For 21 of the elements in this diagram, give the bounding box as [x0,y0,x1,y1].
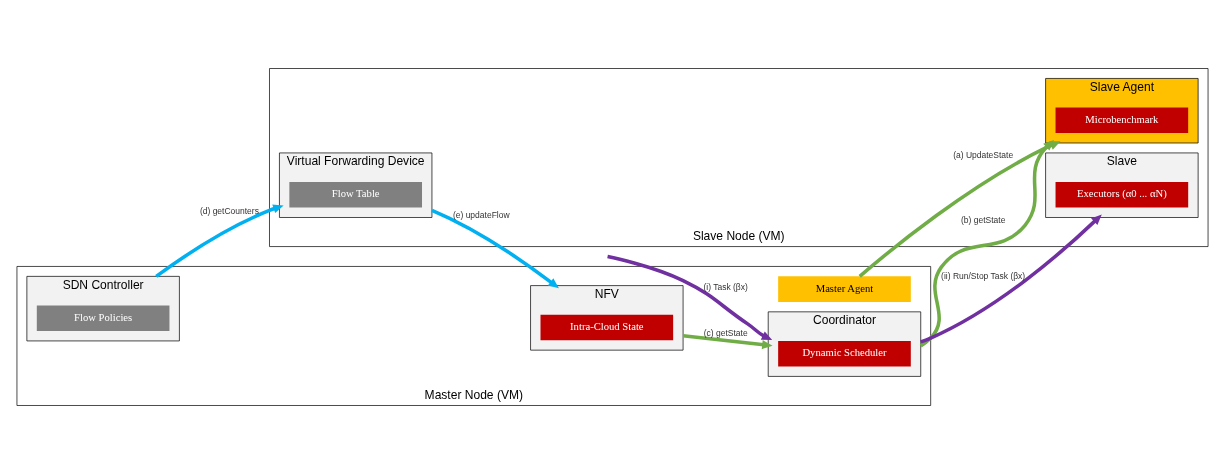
node-box: Master Agent [778,275,911,302]
node-box: Flow Policies [36,304,170,331]
edge-label: (a) UpdateState [953,149,1014,160]
arrow [431,208,559,288]
arrow [607,254,773,340]
edge-label: (e) updateFlow [452,209,510,220]
arrow [858,140,1061,278]
edge-label: (ii) Run/Stop Task (βx) [941,270,1026,281]
edge-label: (c) getState [703,327,748,338]
node-box: Microbenchmark [1055,107,1189,133]
node-box: Executors (α0 ... αN) [1055,181,1189,208]
arrow [682,333,773,349]
arrow [919,139,1055,347]
node-box: Dynamic Scheduler [778,340,911,366]
arrow [155,203,284,278]
node-box: Flow Table [289,181,422,208]
edge-label: (d) getCounters [199,205,259,216]
node-box: Intra-Cloud State [540,314,674,340]
edge-label: (b) getState [960,214,1006,225]
edge-label: (i) Task (βx) [703,281,748,292]
arrow [920,213,1102,344]
